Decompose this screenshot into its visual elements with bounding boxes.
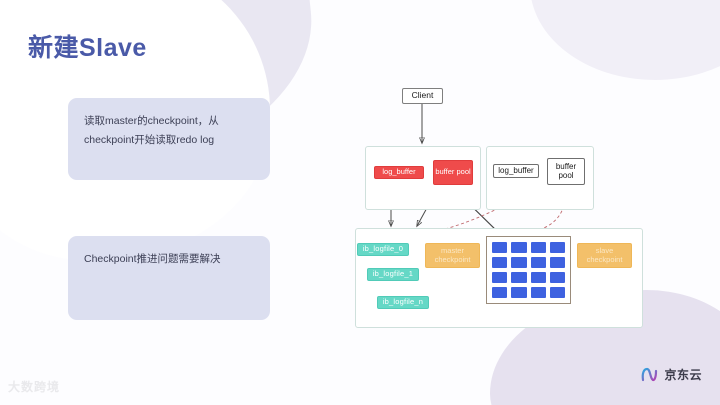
node-slave-log-buffer: log_buffer bbox=[493, 164, 539, 178]
data-page bbox=[492, 287, 508, 298]
node-ib-logfile-0: ib_logfile_0 bbox=[357, 243, 409, 256]
architecture-diagram: Client log_buffer buffer pool log_buffer… bbox=[355, 88, 655, 336]
data-page bbox=[549, 257, 565, 268]
node-ib-logfile-1: ib_logfile_1 bbox=[367, 268, 419, 281]
data-page bbox=[549, 242, 565, 253]
bullet-text-1: 读取master的checkpoint，从checkpoint开始读取redo … bbox=[84, 115, 219, 147]
page-title: 新建Slave bbox=[28, 34, 147, 62]
jdcloud-logo-icon bbox=[642, 367, 658, 381]
background-blob-top-right bbox=[530, 0, 720, 80]
brand-name: 京东云 bbox=[664, 368, 702, 382]
node-master-buffer-pool: buffer pool bbox=[433, 160, 473, 185]
data-page bbox=[511, 257, 527, 268]
data-page bbox=[530, 242, 546, 253]
data-page bbox=[511, 287, 527, 298]
data-page bbox=[492, 257, 508, 268]
node-slave-buffer-pool: buffer pool bbox=[547, 158, 585, 185]
data-page bbox=[549, 287, 565, 298]
data-page bbox=[549, 272, 565, 283]
node-ib-logfile-n: ib_logfile_n bbox=[377, 296, 429, 309]
data-page bbox=[492, 272, 508, 283]
data-page bbox=[530, 272, 546, 283]
bullet-card-1: 读取master的checkpoint，从checkpoint开始读取redo … bbox=[68, 98, 270, 180]
bullet-text-2: Checkpoint推进问题需要解决 bbox=[84, 253, 221, 265]
data-page bbox=[492, 242, 508, 253]
data-page-container bbox=[486, 236, 571, 304]
data-page bbox=[530, 287, 546, 298]
brand-logo: 京东云 bbox=[641, 366, 702, 383]
data-page-grid bbox=[492, 242, 565, 298]
node-slave-checkpoint: slave checkpoint bbox=[577, 243, 632, 268]
bullet-card-2: Checkpoint推进问题需要解决 bbox=[68, 236, 270, 320]
node-master-log-buffer: log_buffer bbox=[374, 166, 424, 179]
data-page bbox=[530, 257, 546, 268]
watermark: 大数跨境 bbox=[8, 380, 61, 394]
data-page bbox=[511, 242, 527, 253]
data-page bbox=[511, 272, 527, 283]
node-master-checkpoint: master checkpoint bbox=[425, 243, 480, 268]
node-client: Client bbox=[402, 88, 443, 104]
